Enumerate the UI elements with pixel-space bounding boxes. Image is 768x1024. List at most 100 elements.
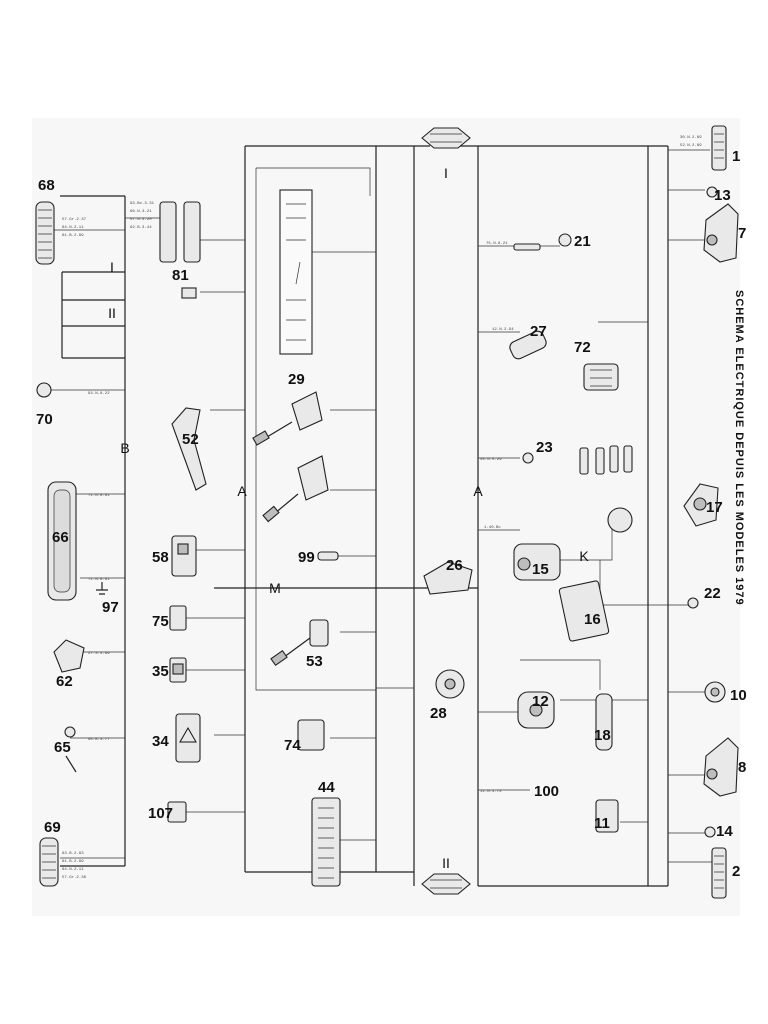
switch-22-icon xyxy=(687,597,699,609)
component-number: 8 xyxy=(738,759,746,776)
component-number: 100 xyxy=(534,783,559,800)
bus-label-K: K xyxy=(579,548,589,564)
wire-codes: 57.Gr.2.37 64.N.2.11 61.B.2.89 93.Bc.3.3… xyxy=(62,136,702,880)
component-number: 65 xyxy=(54,739,71,756)
lamp-68-icon xyxy=(35,201,55,265)
wire-code: 52.N.2.89 xyxy=(680,144,702,148)
bus-label-II-left: II xyxy=(108,305,116,321)
ground-97-icon xyxy=(96,582,108,595)
sensor-13-icon xyxy=(706,186,718,198)
component-number: 53 xyxy=(306,653,323,670)
relay-74-icon xyxy=(297,719,325,751)
wire-code: 71.N.8.91 xyxy=(88,494,110,498)
bulb-70-icon xyxy=(36,382,52,398)
alternator-12-icon xyxy=(517,691,555,729)
component-number: 1 xyxy=(732,148,740,165)
component-number: 17 xyxy=(706,499,723,516)
coil-18-icon xyxy=(595,693,613,751)
component-number: 66 xyxy=(52,529,69,546)
component-number: 29 xyxy=(288,371,305,388)
switch-34-icon xyxy=(175,713,201,763)
bus-label-A-right: A xyxy=(473,483,483,499)
wire-code: 64.N.2.11 xyxy=(62,868,84,872)
switch-75-icon xyxy=(169,605,187,631)
component-number: 52 xyxy=(182,431,199,448)
fusebox-44-icon xyxy=(311,797,341,887)
component-number: 74 xyxy=(284,737,301,754)
component-number: 15 xyxy=(532,561,549,578)
component-number: 13 xyxy=(714,187,731,204)
component-number: 11 xyxy=(594,815,610,832)
ignition-53-icon xyxy=(270,619,329,667)
connector-I-top xyxy=(421,127,471,149)
distributor-cap-icon xyxy=(607,507,633,533)
component-number: 69 xyxy=(44,819,61,836)
component-number: 7 xyxy=(738,225,746,242)
wire-code: 12.N.2.94 xyxy=(492,328,514,332)
wire-code: 27.S.4.99 xyxy=(88,652,110,656)
wire-code: 57.Gr.2.37 xyxy=(62,217,87,222)
bus-label-I-top: I xyxy=(444,165,448,181)
light-66-icon xyxy=(47,481,77,601)
headlamp-8-icon xyxy=(703,737,739,797)
instrument-panel-29-icon xyxy=(279,189,313,355)
main-frames xyxy=(50,145,712,887)
bus-label-I-left: I xyxy=(110,259,114,275)
wiper-26-icon xyxy=(423,561,473,595)
wire-code: 61.B.2.89 xyxy=(62,234,84,238)
wire-code: 61.B.2.89 xyxy=(62,860,84,864)
component-number: 81 xyxy=(172,267,189,284)
wire-code: 94.N.8.22 xyxy=(88,392,110,396)
blower-28-icon xyxy=(435,669,465,699)
distributor-17-icon xyxy=(683,483,719,527)
stalk-switch-29-icon xyxy=(252,391,323,446)
component-number: 10 xyxy=(730,687,747,704)
component-number: 70 xyxy=(36,411,53,428)
wire-code: 62.B.3.44 xyxy=(130,226,152,230)
horn-10-icon xyxy=(704,681,726,703)
component-number: 62 xyxy=(56,673,73,690)
component-number: 16 xyxy=(584,611,601,628)
lamp-2-icon xyxy=(711,847,727,899)
wire-code: 30.N.2.89 xyxy=(680,136,702,140)
wire-code: 71.N.8.91 xyxy=(88,578,110,582)
switch-62-icon xyxy=(53,639,85,673)
unit-107-icon xyxy=(167,801,187,823)
component-number: 35 xyxy=(152,663,169,680)
component-number: 22 xyxy=(704,585,721,602)
component-number: 18 xyxy=(594,727,611,744)
bus-label-B: B xyxy=(120,440,129,456)
headlamp-7-icon xyxy=(703,203,739,263)
sensor-14-icon xyxy=(704,826,716,838)
wire-code: 64.N.2.11 xyxy=(62,226,84,230)
battery-16-icon xyxy=(558,580,610,642)
component-number: 44 xyxy=(318,779,335,796)
spark-plugs-icon xyxy=(579,445,633,475)
bus-label-M: M xyxy=(269,580,281,596)
component-number: 99 xyxy=(298,549,315,566)
wire-code: 11.N.4.72 xyxy=(480,790,502,794)
switch-35-icon xyxy=(169,657,187,683)
component-number: 21 xyxy=(574,233,591,250)
carb-72-icon xyxy=(583,363,619,391)
starter-27-icon xyxy=(509,330,547,360)
component-number: 68 xyxy=(38,177,55,194)
component-number: 97 xyxy=(102,599,119,616)
component-number: 107 xyxy=(148,805,173,822)
component-number: 27 xyxy=(530,323,547,340)
regulator-11-icon xyxy=(595,799,619,833)
bus-label-A-left: A xyxy=(237,483,247,499)
component-number: 23 xyxy=(536,439,553,456)
lamp-69-icon xyxy=(39,837,59,887)
stalk-switch-2-icon xyxy=(262,455,329,523)
wire-code: 57.N.3.20 xyxy=(130,218,152,222)
switch-58-icon xyxy=(171,535,197,577)
component-number: 12 xyxy=(532,693,549,710)
component-number: 58 xyxy=(152,549,169,566)
pedal-52-icon xyxy=(171,407,207,491)
connector-II-bottom xyxy=(421,873,471,895)
wire-code: 57.Gr.2.38 xyxy=(62,875,87,880)
wire-code: 75.N.8.21 xyxy=(486,242,508,246)
component-number: 34 xyxy=(152,733,169,750)
